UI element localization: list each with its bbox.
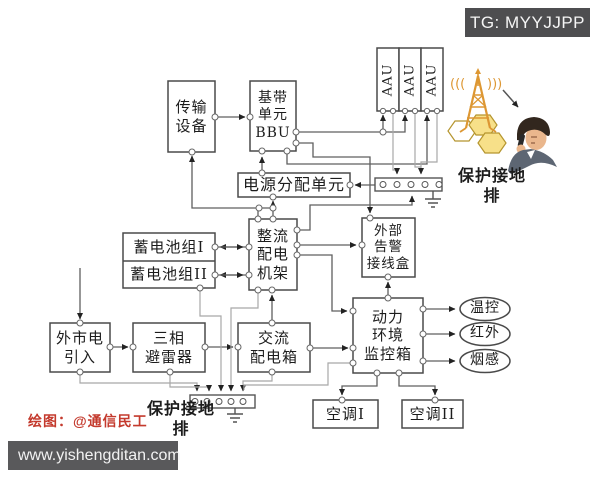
pdu-box bbox=[237, 172, 351, 198]
hexagon-cells-icon bbox=[447, 114, 507, 154]
wire-monitor-to-aircon2 bbox=[398, 373, 438, 396]
wire-monitor-ground bbox=[243, 362, 353, 390]
bbu-box bbox=[249, 80, 297, 152]
external-alarm-box bbox=[361, 217, 416, 278]
wire-aau1-ground bbox=[392, 111, 400, 175]
transmission-box bbox=[167, 80, 216, 153]
person-with-phone-illustration bbox=[508, 117, 557, 174]
wire-aau2-ground bbox=[414, 111, 424, 175]
wire-arrester-ground bbox=[169, 372, 212, 392]
connection-nodes bbox=[76, 107, 441, 404]
wire-bbu-to-aau1 bbox=[296, 114, 386, 133]
radio-tower-icon bbox=[459, 68, 497, 133]
credit-text: 绘图：@通信民工 bbox=[28, 413, 148, 429]
radio-waves-left-icon: ((( bbox=[450, 77, 465, 92]
temp-sensor-ellipse bbox=[459, 296, 511, 322]
bottom-ground-symbol bbox=[227, 408, 243, 423]
wire-monitor-to-aircon1 bbox=[339, 373, 378, 396]
mains-intake-box bbox=[49, 322, 111, 373]
top-ground-symbol bbox=[425, 191, 441, 208]
monitor-box bbox=[352, 297, 424, 374]
wire-battery-ground bbox=[199, 288, 224, 392]
smoke-sensor-ellipse bbox=[459, 348, 511, 374]
watermark-bar: www.yishengditan.com bbox=[8, 441, 181, 470]
aau3-box bbox=[420, 47, 444, 112]
signal-arrow bbox=[502, 89, 519, 108]
wire-mains-ground bbox=[79, 372, 200, 392]
ground-wires bbox=[79, 111, 438, 392]
aircon1-box bbox=[312, 399, 379, 429]
arrester-box bbox=[132, 322, 206, 373]
aau1-box bbox=[376, 47, 400, 112]
wire-rack-to-topbar bbox=[297, 195, 415, 231]
cell-site-illustration: ((( ))) bbox=[447, 68, 557, 174]
boxes-layer bbox=[49, 47, 511, 429]
aau2-box bbox=[398, 47, 422, 112]
telegram-tag-badge: TG: MYYJJPP bbox=[465, 8, 590, 37]
ac-distribution-box bbox=[237, 322, 311, 373]
main-wires bbox=[77, 114, 456, 396]
wire-power-bus-to-transmission bbox=[189, 155, 273, 209]
wire-bbu-to-aau3 bbox=[286, 114, 430, 165]
aircon2-box bbox=[401, 399, 464, 429]
wire-aau3-ground bbox=[420, 111, 438, 167]
infrared-sensor-ellipse bbox=[459, 321, 511, 347]
rectifier-rack-box bbox=[248, 218, 298, 291]
grounding-bars bbox=[189, 177, 443, 423]
radio-waves-right-icon: ))) bbox=[487, 77, 502, 92]
wire-acdist-ground bbox=[240, 372, 273, 392]
wire-rack-to-monitor bbox=[297, 254, 348, 314]
wire-rack-ground bbox=[228, 290, 259, 392]
wire-bbu-to-alarmbox bbox=[296, 142, 373, 214]
wire-bbu-to-aau2 bbox=[383, 114, 408, 133]
